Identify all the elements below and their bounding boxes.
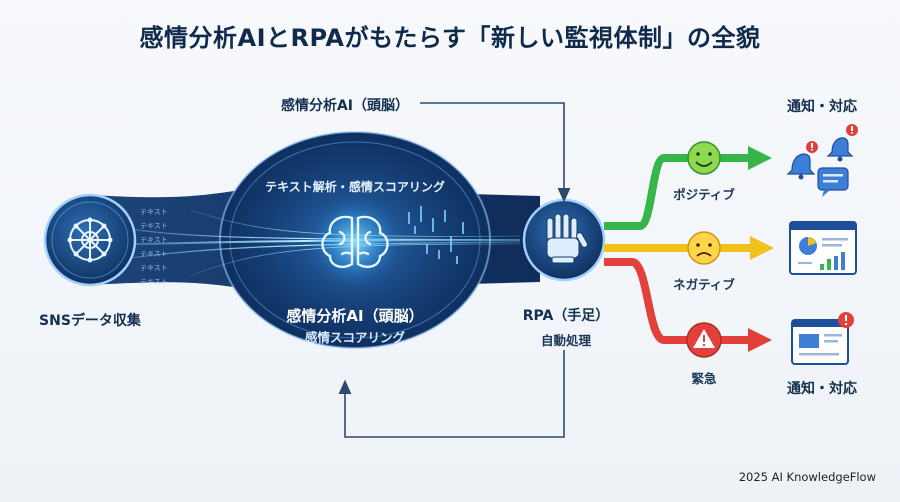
top-feedback-arrow [420,102,571,203]
stream-text-group: テキスト テキスト テキスト テキスト テキスト テキスト [140,208,168,286]
branch-positive-arrow [604,146,772,230]
bottom-feedback-arrow [338,350,565,438]
light-beam-lines [99,209,521,277]
branch-label-negative: ネガティブ [673,277,735,292]
rpa-title: RPA（手足） [522,308,610,324]
stream-text: テキスト [140,278,168,286]
footer-credit: 2025 AI KnowledgeFlow [738,470,876,484]
notify-top-label: 通知・対応 [787,99,857,115]
stream-text: テキスト [140,222,168,230]
sns-label: SNSデータ収集 [39,313,141,329]
ai-subtitle: 感情スコアリング [305,330,406,345]
dashboard-chart-icon [789,221,857,275]
worried-face-icon [687,231,721,265]
robot-hand-icon [546,213,588,264]
stream-text: テキスト [140,264,168,272]
branch-urgent-arrow [604,258,772,352]
stream-text: テキスト [140,208,168,216]
stream-text: テキスト [140,236,168,244]
notify-bottom-label: 通知・対応 [787,381,857,397]
brain-icon [321,215,389,268]
ai-title: 感情分析AI（頭脳） [286,307,423,325]
branch-label-urgent: 緊急 [691,371,717,386]
branch-negative-arrow [604,236,774,260]
chat-bubble-icon [817,167,849,197]
alert-document-icon [791,312,854,365]
rpa-subtitle: 自動処理 [540,333,592,348]
notification-bell-icon [826,124,858,162]
notification-bell-icon [786,141,818,180]
branch-label-positive: ポジティブ [673,187,735,202]
page-title: 感情分析AIとRPAがもたらす「新しい監視体制」の全貌 [139,24,761,52]
stream-text: テキスト [140,250,168,258]
warning-icon [686,322,722,358]
ellipse-top-text: テキスト解析・感情スコアリング [265,179,445,194]
digital-bits [408,206,464,264]
top-ai-label: 感情分析AI（頭脳） [280,98,410,114]
smile-icon [687,141,721,175]
